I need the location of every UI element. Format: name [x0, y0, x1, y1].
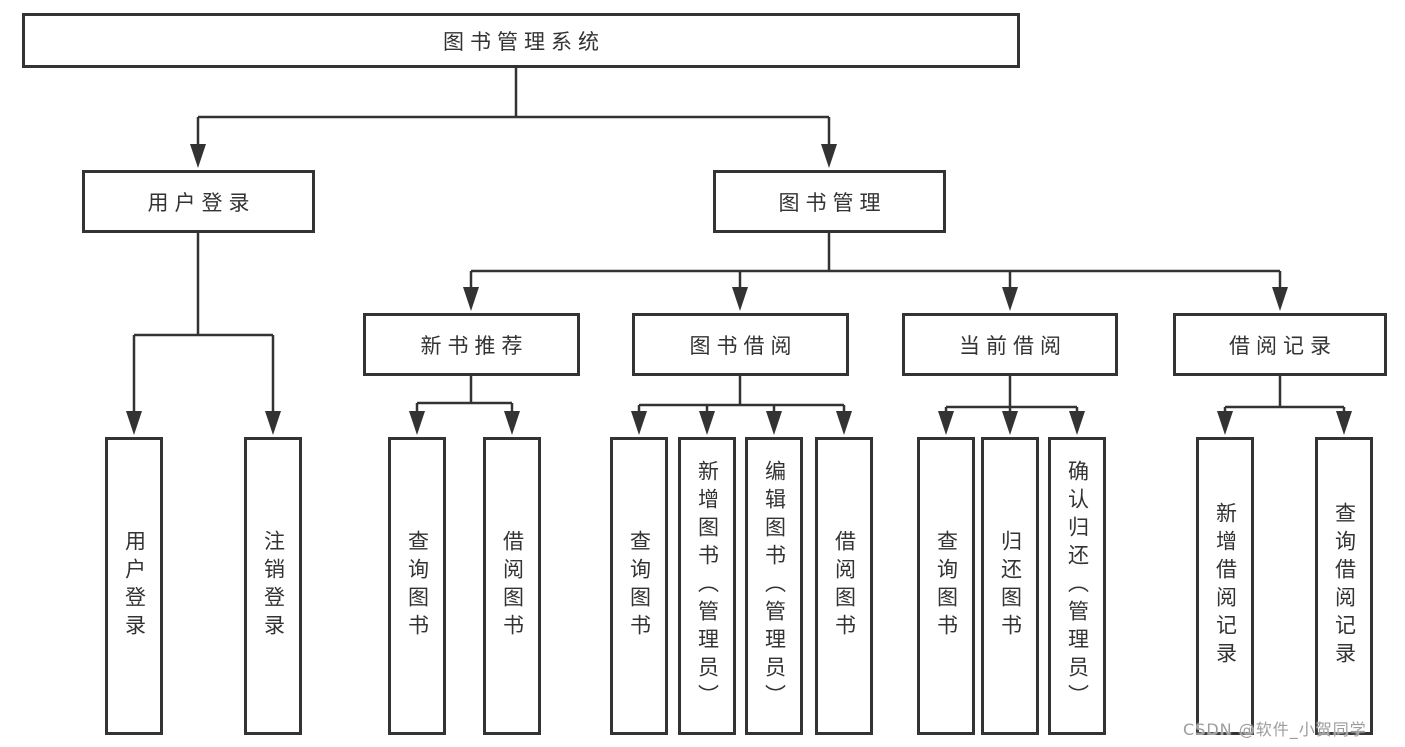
leaf-edit-book-admin: 编辑图书（管理员）: [745, 437, 803, 735]
leaf-return-books: 归还图书: [981, 437, 1039, 735]
leaf-borrow-books-borrowing: 借阅图书: [815, 437, 873, 735]
node-new-book-recommendation: 新书推荐: [363, 313, 580, 376]
leaf-add-borrow-record: 新增借阅记录: [1196, 437, 1254, 735]
node-book-borrowing: 图书借阅: [632, 313, 849, 376]
leaf-confirm-return-admin: 确认归还（管理员）: [1048, 437, 1106, 735]
leaf-query-books-recommend: 查询图书: [388, 437, 446, 735]
node-current-borrowing: 当前借阅: [902, 313, 1118, 376]
leaf-add-book-admin: 新增图书（管理员）: [678, 437, 736, 735]
leaf-query-books-current: 查询图书: [917, 437, 975, 735]
watermark-csdn: CSDN @软件_小贺同学: [1183, 720, 1367, 739]
node-book-management: 图书管理: [713, 170, 946, 233]
node-user-login: 用户登录: [82, 170, 315, 233]
node-borrowing-records: 借阅记录: [1173, 313, 1387, 376]
leaf-logout: 注销登录: [244, 437, 302, 735]
node-library-management-system: 图书管理系统: [22, 13, 1020, 68]
leaf-borrow-books-recommend: 借阅图书: [483, 437, 541, 735]
leaf-query-borrow-record: 查询借阅记录: [1315, 437, 1373, 735]
leaf-user-login: 用户登录: [105, 437, 163, 735]
leaf-query-books-borrowing: 查询图书: [610, 437, 668, 735]
